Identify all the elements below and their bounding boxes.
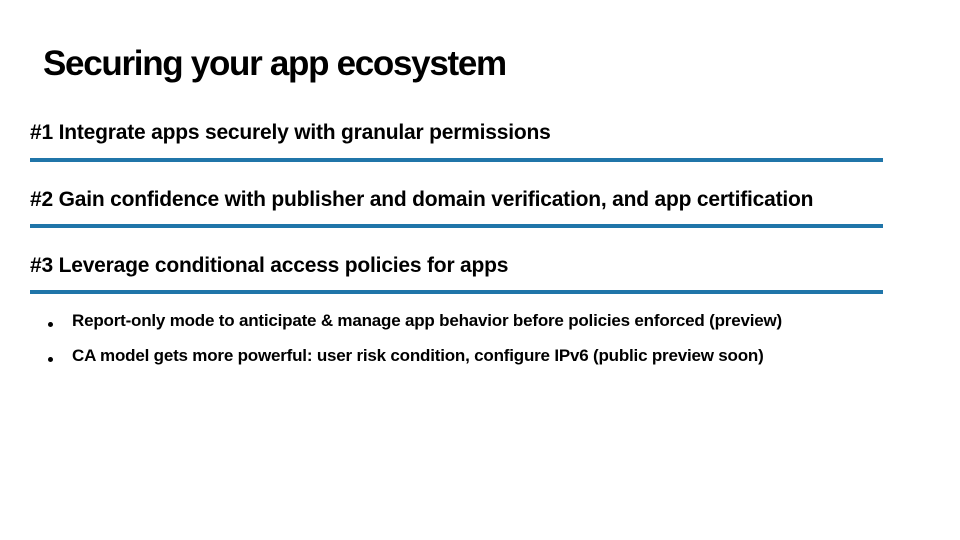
section-underline-2: [30, 224, 883, 228]
section-heading-2: #2 Gain confidence with publisher and do…: [30, 188, 814, 211]
slide-title: Securing your app ecosystem: [43, 44, 507, 83]
section-heading-1: #1 Integrate apps securely with granular…: [30, 121, 551, 144]
bullet-item: Report-only mode to anticipate & manage …: [46, 309, 906, 333]
section-underline-1: [30, 158, 883, 162]
bullet-marker: [48, 357, 53, 362]
section-underline-3: [30, 290, 883, 294]
bullet-text: Report-only mode to anticipate & manage …: [72, 311, 782, 330]
section-heading-3: #3 Leverage conditional access policies …: [30, 254, 509, 277]
bullet-text: CA model gets more powerful: user risk c…: [72, 346, 764, 365]
bullet-marker: [48, 322, 53, 327]
bullet-item: CA model gets more powerful: user risk c…: [46, 344, 906, 368]
